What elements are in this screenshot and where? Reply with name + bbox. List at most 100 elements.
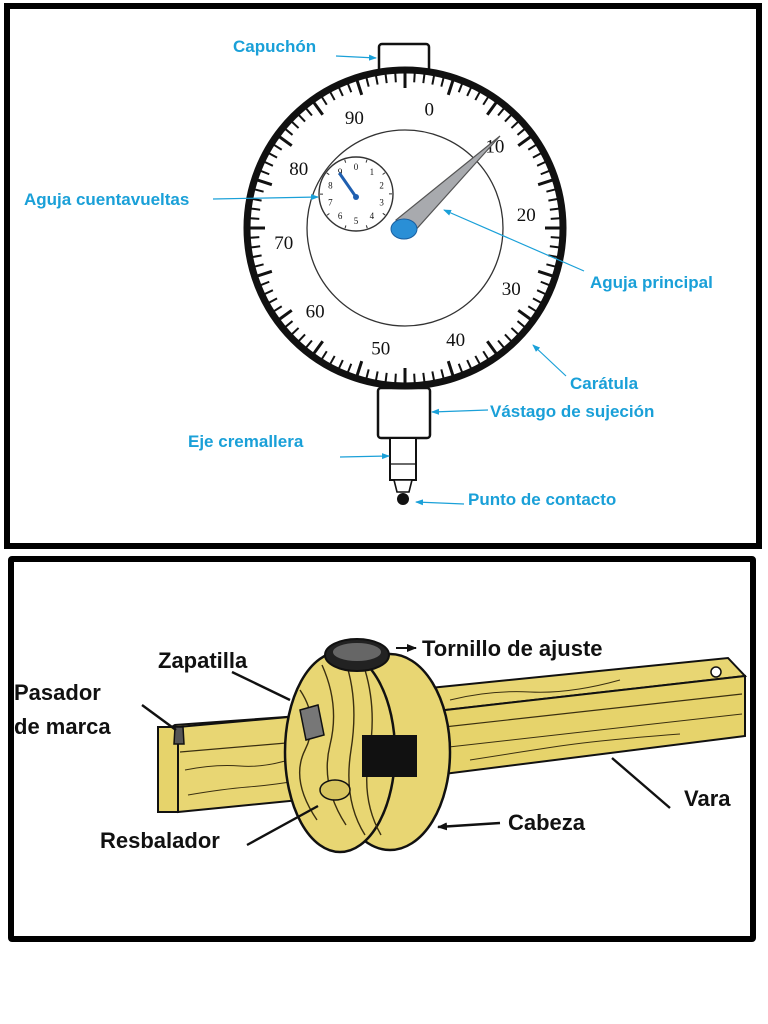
dial-tick	[268, 297, 278, 304]
counter-tick	[365, 159, 368, 163]
dial-tick	[312, 340, 324, 355]
dial-number: 20	[517, 205, 536, 226]
revolution-needle	[338, 172, 358, 199]
label-cap: Capuchón	[233, 37, 316, 56]
slider	[319, 779, 351, 801]
dial-number: 10	[485, 137, 504, 158]
dial-tick	[440, 369, 445, 379]
dial-tick	[329, 355, 336, 365]
dial-tick	[482, 96, 489, 106]
dial-tick	[431, 371, 436, 381]
dial-tick	[466, 87, 472, 97]
dial-tick	[532, 152, 542, 159]
dial-tick	[268, 152, 278, 159]
dial-tick	[284, 320, 294, 328]
dial-tick	[264, 161, 274, 167]
counter-number: 3	[379, 197, 384, 207]
dial-tick	[321, 96, 328, 106]
dial-tick	[291, 121, 300, 129]
dial-number: 30	[502, 279, 521, 300]
dial-tick	[546, 188, 556, 193]
counter-number: 4	[370, 211, 375, 221]
counter-tick	[326, 213, 330, 216]
dial-number: 60	[306, 301, 325, 322]
counter-tick	[344, 225, 347, 229]
dial-tick	[374, 371, 379, 381]
dial-tick	[374, 75, 379, 85]
dial-tick	[250, 217, 260, 220]
dial-tick	[291, 327, 300, 335]
marking-gauge	[157, 638, 748, 854]
marking-gauge-panel	[8, 556, 756, 942]
counter-tick	[382, 172, 386, 175]
dial-tick	[254, 263, 264, 268]
counter-tick	[382, 212, 386, 216]
dial-tick	[536, 289, 546, 295]
dial-tick	[474, 91, 481, 101]
dial-tick	[548, 197, 558, 202]
counter-tick	[344, 159, 347, 163]
dial-number: 0	[424, 99, 434, 120]
mounting-stem	[376, 386, 432, 440]
counter-number: 7	[328, 197, 333, 207]
counter-number: 1	[370, 167, 375, 177]
dial-tick	[251, 245, 261, 249]
dial-tick	[537, 269, 553, 278]
dial-tick	[260, 280, 270, 286]
counter-number: 9	[338, 167, 343, 177]
counter-number: 6	[338, 211, 343, 221]
dial-tick	[550, 217, 560, 220]
rack-spindle	[389, 437, 417, 481]
dial-tick	[305, 339, 313, 349]
dial-tick	[257, 178, 273, 187]
dial-tick	[446, 360, 455, 376]
counter-tick	[326, 172, 330, 176]
label-shoe: Zapatilla	[158, 648, 248, 673]
dial-tick	[355, 360, 364, 376]
dial-tick	[440, 77, 445, 87]
dial-tick	[264, 289, 274, 295]
counter-number: 2	[379, 181, 384, 191]
dial-tick	[537, 178, 553, 187]
dial-tick	[527, 305, 537, 312]
dial-tick	[431, 75, 436, 85]
dial-tick	[329, 91, 336, 101]
dial-tick	[466, 359, 472, 369]
dial-tick	[532, 297, 542, 304]
counter-number: 0	[354, 162, 359, 172]
dial-number: 90	[345, 108, 364, 129]
dial-ticks	[250, 73, 560, 383]
dial-tick	[504, 114, 512, 123]
dial-tick	[486, 340, 498, 355]
dial-tick	[457, 83, 463, 93]
label-beam: Vara	[684, 786, 731, 811]
dial-tick	[298, 333, 306, 342]
dial-number: 50	[371, 339, 390, 360]
dial-tick	[273, 144, 283, 151]
label-contact-point: Punto de contacto	[468, 490, 616, 509]
dial-tick	[254, 188, 264, 193]
counter-number: 5	[354, 216, 359, 226]
dial-tick	[312, 101, 324, 116]
dial-tick	[527, 144, 537, 151]
inner-ring	[306, 129, 504, 327]
dial-tick	[510, 121, 519, 129]
dial-tick	[482, 350, 489, 360]
leader-lines-top	[212, 54, 585, 506]
dial-tick	[422, 74, 426, 84]
dial-tick	[504, 333, 512, 342]
dial-tick	[497, 339, 505, 349]
dial-tick	[446, 80, 455, 96]
counter-tick	[365, 225, 368, 229]
dial-tick	[252, 254, 262, 259]
dial-tick	[305, 107, 313, 117]
dial-tick	[278, 135, 293, 147]
label-head: Cabeza	[508, 810, 586, 835]
dial-tick	[273, 305, 283, 312]
dial-tick	[338, 87, 344, 97]
label-dial-face: Carátula	[570, 374, 639, 393]
dial-tick	[546, 263, 556, 268]
dial-tick	[298, 114, 306, 123]
